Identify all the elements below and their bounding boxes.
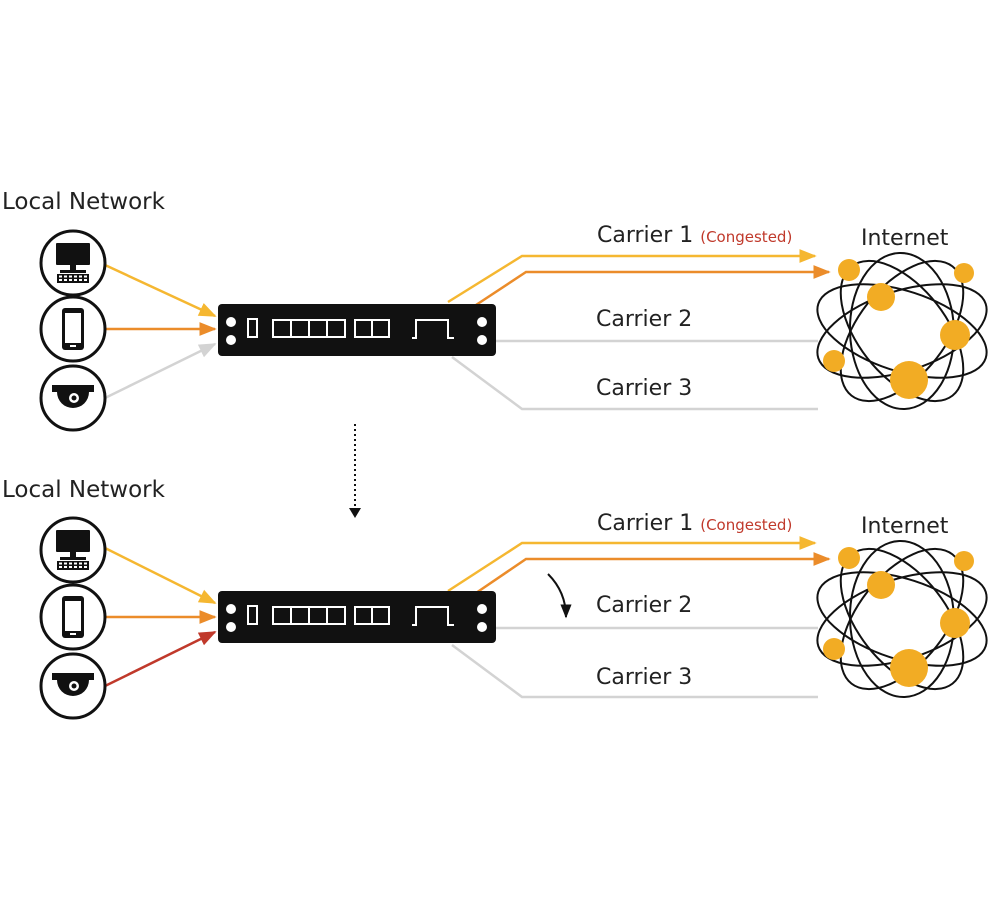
globe-node [838,547,860,569]
security-camera-icon [39,652,107,720]
desktop-computer-icon [39,516,107,584]
desktop-link [104,263,217,318]
carrier-3-link [451,643,818,699]
globe-node [867,283,895,311]
congested-note: (Congested) [700,228,792,246]
internet-label: Internet [861,514,949,539]
top-panel: Local Network Carrier 1(Congested) Carri… [2,189,992,432]
smartphone-icon [39,295,107,363]
carrier-2-label: Carrier 2 [596,307,692,332]
carrier-3-link [451,355,818,411]
internet-nodes [823,259,974,399]
desktop-computer-icon [39,229,107,297]
globe-node [954,263,974,283]
desktop-link [104,546,217,605]
camera-link [104,630,217,688]
globe-node [823,350,845,372]
local-network-label: Local Network [2,477,166,503]
carrier-1-link [447,536,817,593]
smartphone-icon [39,583,107,651]
internet-nodes [823,547,974,687]
bottom-panel: Local Network Carrier 1(Congested) Carri… [2,477,992,720]
carrier-1-label: Carrier 1(Congested) [597,223,792,248]
carrier-3-label: Carrier 3 [596,376,692,401]
globe-node [823,638,845,660]
failover-arrow [547,573,572,619]
globe-node [867,571,895,599]
carrier-2-label: Carrier 2 [596,593,692,618]
router-device [217,590,497,644]
transition-arrowhead [349,508,361,518]
globe-node [954,551,974,571]
internet-label: Internet [861,226,949,251]
globe-node [890,649,928,687]
globe-node [890,361,928,399]
local-network-label: Local Network [2,189,166,215]
globe-node [940,608,970,638]
carrier-1-label: Carrier 1(Congested) [597,511,792,536]
camera-link [104,342,217,400]
router-device [217,303,497,357]
carrier-3-label: Carrier 3 [596,665,692,690]
carrier-1-link [447,249,817,304]
congested-note: (Congested) [700,516,792,534]
security-camera-icon [39,364,107,432]
globe-node [940,320,970,350]
carrier-1-secondary-link [475,265,831,307]
globe-node [838,259,860,281]
carrier-1-secondary-link [475,552,831,595]
